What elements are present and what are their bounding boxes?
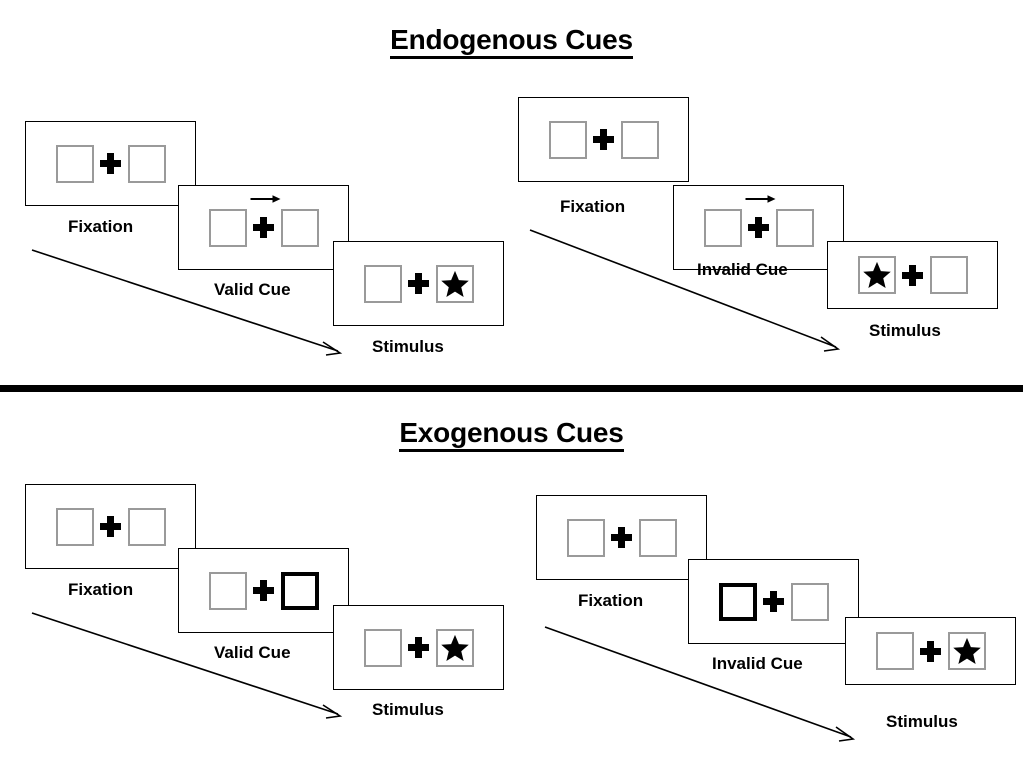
panel-content xyxy=(55,507,166,546)
arrow-right-icon xyxy=(250,194,280,206)
left-placeholder-box xyxy=(363,628,402,667)
plus-icon xyxy=(408,637,429,658)
panel-content xyxy=(208,571,319,610)
exogenous-section-title: Exogenous Cues xyxy=(0,417,1023,452)
exo-valid-fixation-caption: Fixation xyxy=(68,580,134,599)
left-placeholder-box xyxy=(208,571,247,610)
panel-content xyxy=(363,264,474,303)
endo-valid-cue-caption: Valid Cue xyxy=(214,280,291,299)
star-stimulus-icon xyxy=(862,260,892,290)
exo-valid-stimulus-panel xyxy=(333,605,504,690)
panel-content xyxy=(548,120,659,159)
fixation-cross xyxy=(757,583,791,621)
panel-content xyxy=(875,632,986,670)
panel-content xyxy=(363,628,474,667)
section-divider xyxy=(0,385,1023,392)
fixation-cross xyxy=(94,508,128,546)
panel-content xyxy=(55,144,166,183)
plus-icon xyxy=(920,640,941,662)
left-placeholder-box xyxy=(363,264,402,303)
endo-valid-stimulus-caption: Stimulus xyxy=(372,337,444,356)
fixation-cross xyxy=(914,632,948,670)
left-placeholder-box xyxy=(703,208,742,247)
exo-invalid-cue-caption: Invalid Cue xyxy=(712,654,803,673)
panel-content xyxy=(857,256,968,294)
plus-icon xyxy=(100,153,121,174)
endo-invalid-cue-caption: Invalid Cue xyxy=(697,260,788,279)
exo-valid-fixation-panel xyxy=(25,484,196,569)
left-placeholder-box xyxy=(55,507,94,546)
left-placeholder-box xyxy=(55,144,94,183)
plus-icon xyxy=(593,129,614,150)
right-placeholder-box xyxy=(280,208,319,247)
left-placeholder-box xyxy=(875,632,914,670)
endo-valid-fixation-panel xyxy=(25,121,196,206)
plus-icon xyxy=(763,591,784,612)
endo-valid-fixation-caption: Fixation xyxy=(68,217,134,236)
endo-invalid-stimulus-caption: Stimulus xyxy=(869,321,941,340)
fixation-cross xyxy=(896,256,930,294)
right-placeholder-box xyxy=(620,120,659,159)
fixation-cross xyxy=(402,265,436,303)
left-placeholder-box xyxy=(566,518,605,557)
exo-invalid-stimulus-panel xyxy=(845,617,1016,685)
endo-valid-cue-panel xyxy=(178,185,349,270)
exo-valid-cue-panel xyxy=(178,548,349,633)
exogenous-title-text: Exogenous Cues xyxy=(399,417,624,452)
left-placeholder-box xyxy=(857,256,896,294)
exo-invalid-stimulus-caption: Stimulus xyxy=(886,712,958,731)
endogenous-title-text: Endogenous Cues xyxy=(390,24,633,59)
endo-invalid-stimulus-panel xyxy=(827,241,998,309)
endo-invalid-fixation-panel xyxy=(518,97,689,182)
panel-content xyxy=(208,194,319,247)
plus-icon xyxy=(253,580,274,601)
right-placeholder-box xyxy=(638,518,677,557)
fixation-cross xyxy=(742,194,776,247)
plus-icon xyxy=(253,217,274,238)
star-stimulus-icon xyxy=(440,633,470,663)
exo-valid-cue-caption: Valid Cue xyxy=(214,643,291,662)
right-placeholder-box xyxy=(929,256,968,294)
left-cued-box xyxy=(718,582,757,621)
right-placeholder-box xyxy=(435,628,474,667)
endogenous-section-title: Endogenous Cues xyxy=(0,24,1023,59)
plus-icon xyxy=(408,273,429,294)
right-placeholder-box xyxy=(947,632,986,670)
right-cued-box xyxy=(280,571,319,610)
fixation-cross xyxy=(247,572,281,610)
right-placeholder-box xyxy=(435,264,474,303)
plus-icon xyxy=(611,527,632,548)
endo-valid-stimulus-panel xyxy=(333,241,504,326)
plus-icon xyxy=(748,217,769,238)
plus-icon xyxy=(902,264,923,286)
panel-content xyxy=(703,194,814,247)
right-placeholder-box xyxy=(127,144,166,183)
plus-icon xyxy=(100,516,121,537)
exo-valid-stimulus-caption: Stimulus xyxy=(372,700,444,719)
panel-content xyxy=(566,518,677,557)
fixation-cross xyxy=(94,145,128,183)
exo-invalid-fixation-caption: Fixation xyxy=(578,591,644,610)
endo-invalid-cue-panel xyxy=(673,185,844,270)
right-placeholder-box xyxy=(790,582,829,621)
exo-invalid-fixation-panel xyxy=(536,495,707,580)
fixation-cross xyxy=(247,194,281,247)
star-stimulus-icon xyxy=(440,269,470,299)
fixation-cross xyxy=(402,629,436,667)
left-placeholder-box xyxy=(208,208,247,247)
exo-invalid-cue-panel xyxy=(688,559,859,644)
panel-content xyxy=(718,582,829,621)
arrow-right-icon xyxy=(745,194,775,206)
exo-invalid-time-arrow xyxy=(544,626,865,747)
star-stimulus-icon xyxy=(952,636,982,666)
endo-invalid-fixation-caption: Fixation xyxy=(560,197,626,216)
right-placeholder-box xyxy=(127,507,166,546)
right-placeholder-box xyxy=(775,208,814,247)
fixation-cross xyxy=(587,121,621,159)
left-placeholder-box xyxy=(548,120,587,159)
fixation-cross xyxy=(605,519,639,557)
